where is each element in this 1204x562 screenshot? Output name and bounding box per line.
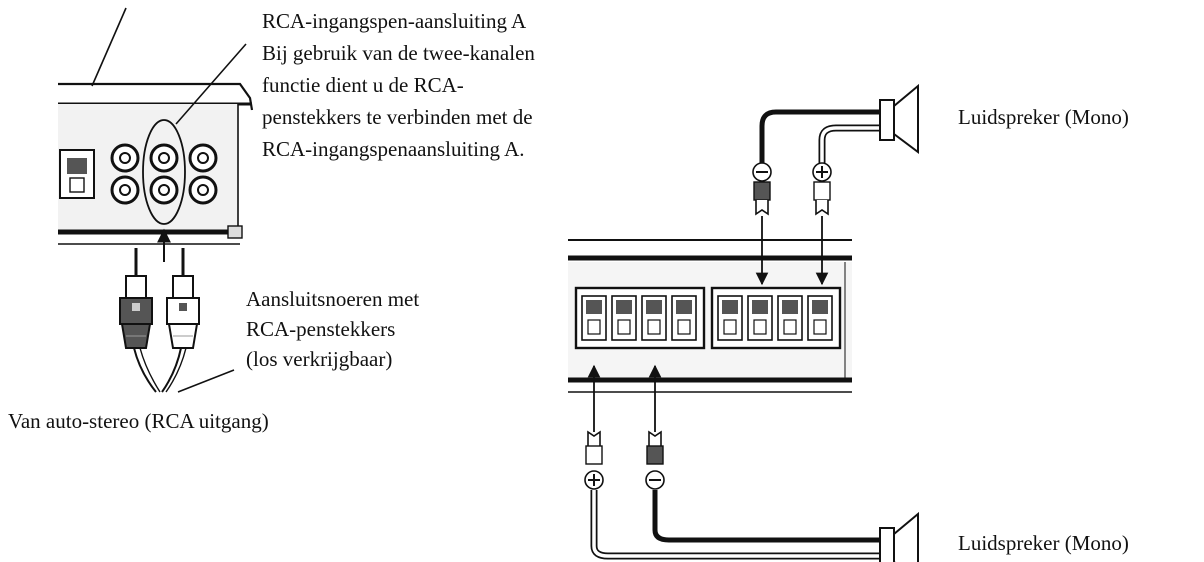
rca-plug-cables	[119, 248, 235, 393]
bottom-speaker-icon	[879, 511, 919, 562]
note-line: RCA-penstekkers	[246, 317, 396, 341]
top-speaker-icon	[879, 83, 919, 154]
note-line: Aansluitsnoeren met	[246, 287, 420, 311]
amplifier-rca-panel	[58, 7, 254, 262]
speaker-label-top: Luidspreker (Mono)	[958, 105, 1129, 129]
top-speaker-wiring	[752, 109, 880, 286]
speaker-label-bottom: Luidspreker (Mono)	[958, 531, 1129, 555]
speaker-terminal-panel	[568, 239, 852, 393]
source-label: Van auto-stereo (RCA uitgang)	[8, 409, 269, 433]
note-line: functie dient u de RCA-	[262, 73, 464, 97]
bottom-speaker-wiring	[584, 364, 880, 560]
note-line: (los verkrijgbaar)	[246, 347, 393, 371]
note-line: RCA-ingangspen-aansluiting A	[262, 9, 527, 33]
rca-input-note: RCA-ingangspen-aansluiting A Bij gebruik…	[262, 8, 535, 162]
note-line: RCA-ingangspenaansluiting A.	[262, 137, 525, 161]
cable-note: Aansluitsnoeren met RCA-penstekkers (los…	[246, 286, 419, 372]
note-line: penstekkers te verbinden met de	[262, 105, 533, 129]
note-line: Bij gebruik van de twee-kanalen	[262, 41, 535, 65]
rca-input-a-highlight	[142, 119, 186, 225]
